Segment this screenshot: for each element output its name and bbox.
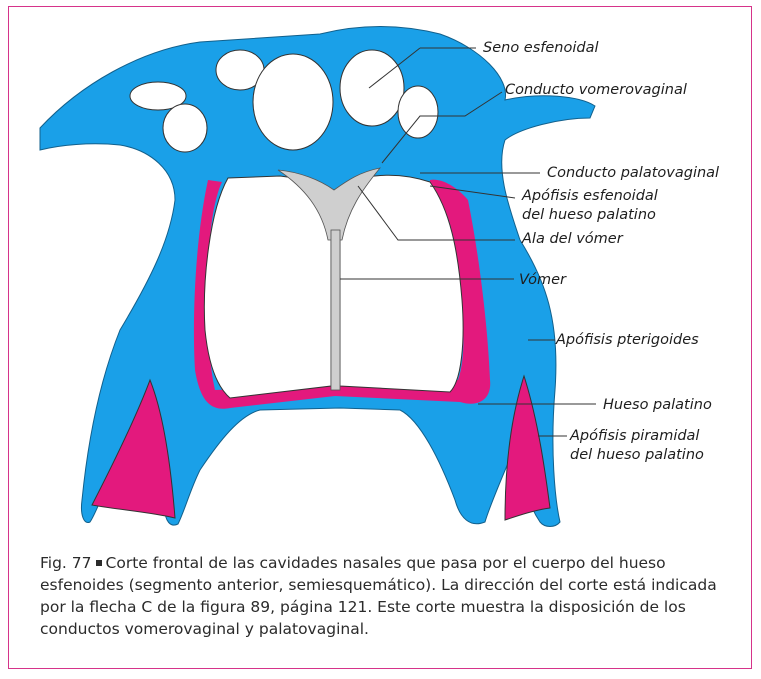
sinus-cavity-right bbox=[398, 86, 438, 138]
caption-text: Corte frontal de las cavidades nasales q… bbox=[40, 554, 717, 638]
label-apofisis-piramidal-line2: del hueso palatino bbox=[570, 446, 704, 464]
label-apofisis-pterigoides: Apófisis pterigoides bbox=[556, 331, 699, 349]
figure-number: Fig. 77 bbox=[40, 554, 92, 572]
sinus-cavity-left-2 bbox=[163, 104, 207, 152]
label-apofisis-esfenoidal-line2: del hueso palatino bbox=[522, 206, 656, 224]
label-apofisis-piramidal-line1: Apófisis piramidal bbox=[570, 427, 699, 445]
label-vomer: Vómer bbox=[519, 271, 566, 289]
vomer-septum bbox=[331, 230, 340, 390]
sinus-cavity-center-2 bbox=[340, 50, 404, 126]
sinus-cavity-center-1 bbox=[253, 54, 333, 150]
label-conducto-palatovaginal: Conducto palatovaginal bbox=[547, 164, 719, 182]
nasal-cavity-left bbox=[204, 176, 331, 398]
caption-bullet-icon bbox=[96, 560, 102, 566]
label-apofisis-esfenoidal-line1: Apófisis esfenoidal bbox=[522, 187, 658, 205]
label-ala-vomer: Ala del vómer bbox=[522, 230, 623, 248]
label-seno-esfenoidal: Seno esfenoidal bbox=[483, 39, 599, 57]
label-conducto-vomerovaginal: Conducto vomerovaginal bbox=[505, 81, 687, 99]
label-hueso-palatino: Hueso palatino bbox=[603, 396, 712, 414]
